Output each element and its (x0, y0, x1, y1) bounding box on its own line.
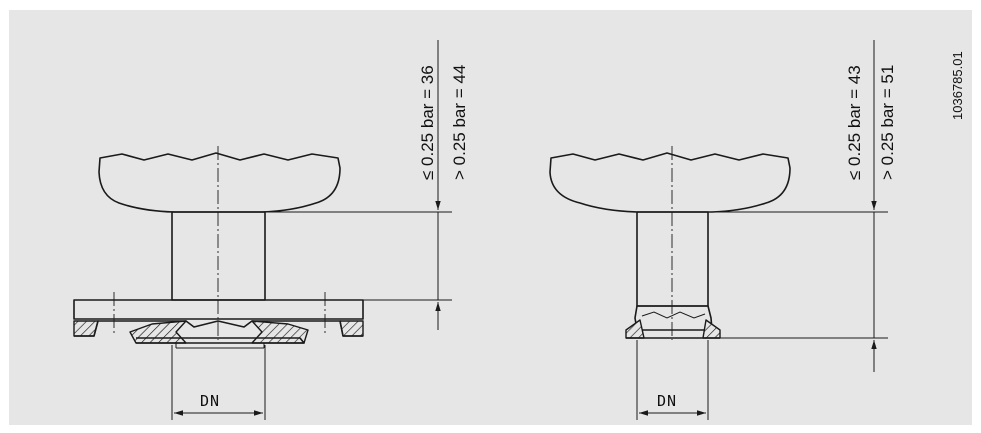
right-label-gt: > 0.25 bar = 51 (878, 65, 897, 180)
right-stem (636, 211, 709, 307)
left-seat-hatch-right (339, 320, 364, 337)
right-clamp-ferrule (634, 305, 713, 331)
left-seat-body (74, 320, 363, 337)
right-clamp-wave (641, 311, 706, 319)
left-seat-hatch-center-left (129, 320, 187, 344)
left-handwheel (98, 152, 341, 213)
drawing-panel (9, 10, 972, 425)
left-stem (171, 211, 266, 301)
right-dn-label: DN (657, 392, 677, 410)
left-label-gt: > 0.25 bar = 44 (450, 65, 469, 180)
left-seat-hatch-center-right (251, 320, 309, 344)
drawing-number: 1036785.01 (950, 51, 965, 120)
left-flange (73, 299, 364, 320)
left-seat-bottom (136, 337, 305, 344)
right-handwheel (549, 152, 791, 213)
right-valve-figure: ≤ 0.25 bar = 43 > 0.25 bar = 51 DN (549, 40, 897, 420)
right-label-le: ≤ 0.25 bar = 43 (845, 65, 864, 180)
left-valve-figure: ≤ 0.25 bar = 36 > 0.25 bar = 44 DN (73, 40, 469, 420)
left-label-le: ≤ 0.25 bar = 36 (418, 65, 437, 180)
left-dn-label: DN (200, 392, 220, 410)
